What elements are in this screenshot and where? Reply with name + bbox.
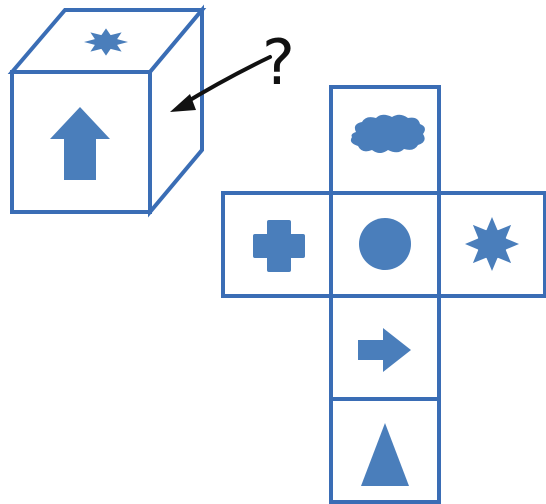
cube [7,4,207,218]
sun-icon [465,217,519,271]
up-arrow-icon [50,107,110,180]
triangle-icon [361,423,409,486]
right-arrow-icon [358,328,411,372]
cross-icon [253,220,305,272]
cloud-icon [350,114,425,153]
sun-icon [84,28,128,56]
circle-icon [359,218,411,270]
question-mark: ? [262,26,295,99]
net-face-bottom-1 [329,294,441,401]
pointer-arrow [170,55,272,112]
